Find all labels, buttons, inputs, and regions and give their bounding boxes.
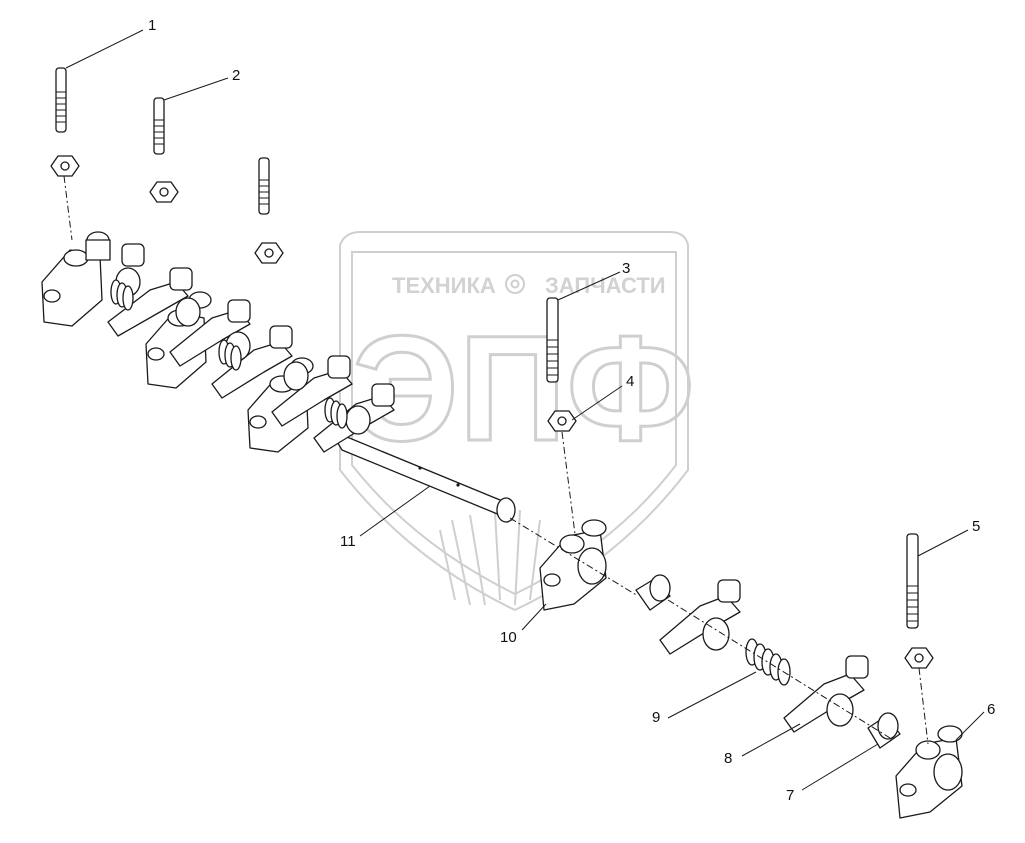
callout-11: 11 (340, 533, 356, 550)
rocker-arm-8-upper (659, 579, 741, 655)
stud-1 (55, 67, 67, 133)
wheat-emblem (439, 509, 541, 606)
watermark-text-left: ТЕХНИКА (392, 273, 496, 298)
nut-right (904, 647, 934, 669)
spring-9 (745, 638, 791, 686)
support-bracket-10 (539, 519, 607, 611)
watermark: ТЕХНИКА ЗАПЧАСТИ ЭПФ (339, 231, 696, 612)
support-bracket-a (41, 231, 111, 327)
watermark-monogram: ЭПФ (352, 304, 695, 472)
spring-a (110, 279, 134, 311)
nut-left-1 (50, 155, 80, 177)
spring-c (218, 339, 242, 371)
nut-4 (547, 410, 577, 432)
callout-10: 10 (500, 629, 517, 646)
callout-7: 7 (786, 787, 794, 804)
rocker-arm-8 (783, 655, 869, 733)
watermark-text-right: ЗАПЧАСТИ (545, 273, 666, 298)
nut-left-3 (254, 242, 284, 264)
callout-1: 1 (148, 17, 156, 34)
stud-2 (153, 97, 165, 155)
rocker-assembly-left (41, 231, 516, 523)
spring-e (324, 397, 348, 429)
stud-left-third (258, 157, 270, 215)
callout-8: 8 (724, 750, 732, 767)
callout-2: 2 (232, 67, 240, 84)
support-bracket-6 (895, 725, 963, 819)
bushing-7 (867, 712, 901, 749)
stud-3 (546, 297, 559, 383)
callout-3: 3 (622, 260, 630, 277)
callout-5: 5 (972, 518, 980, 535)
leader-lines (65, 29, 985, 791)
rocker-arm-b (169, 267, 251, 367)
rocker-arm-d (269, 325, 353, 427)
assembly-axes (63, 175, 929, 745)
rocker-arm-a (107, 243, 189, 337)
stud-5 (906, 533, 919, 629)
nut-left-2 (149, 181, 179, 203)
callout-labels: 1 2 3 4 5 6 7 8 9 10 11 (148, 17, 995, 804)
rocker-arm-e (313, 355, 395, 453)
callout-9: 9 (652, 709, 660, 726)
gear-icon (505, 274, 525, 294)
bushing-upper (635, 574, 671, 611)
callout-4: 4 (626, 373, 634, 390)
callout-6: 6 (987, 701, 995, 718)
watermark-shield (339, 231, 689, 612)
